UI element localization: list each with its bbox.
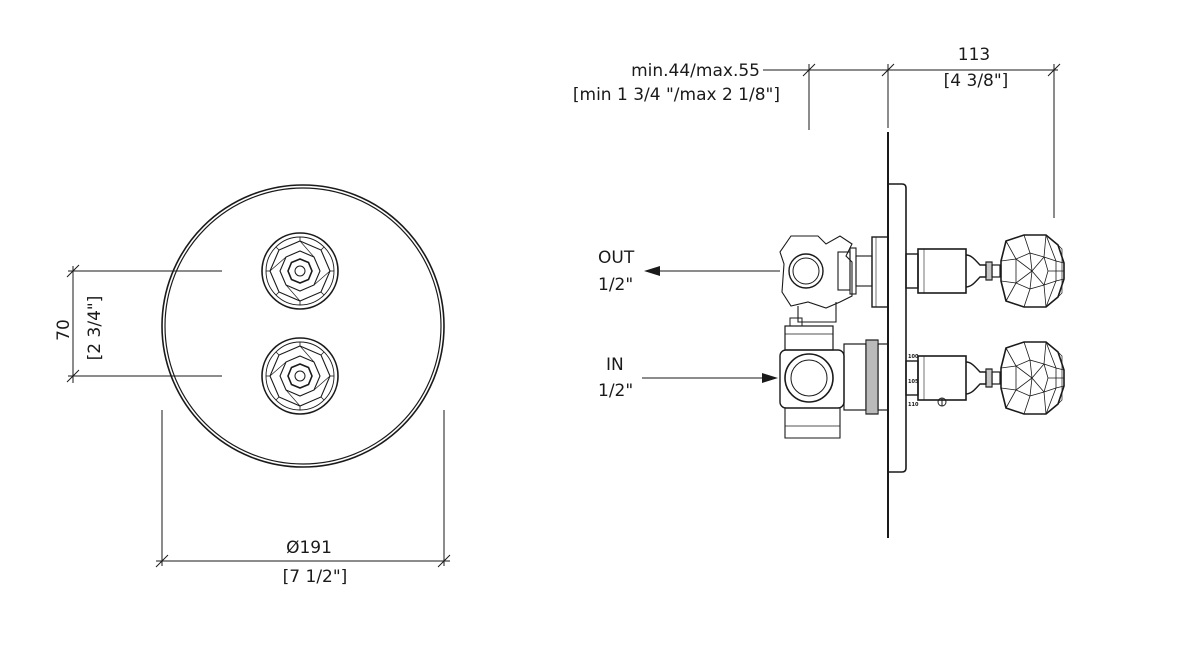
outlet-stem — [905, 248, 1001, 294]
wall-dim-mm: min.44/max.55 — [631, 61, 760, 81]
trim-plate-inner — [164, 187, 442, 465]
scale-mark: 100 — [908, 354, 919, 360]
inlet-label: IN — [606, 355, 624, 375]
scale-mark: 105 — [908, 379, 919, 385]
crystal-handle-icon — [261, 337, 339, 415]
diameter-dimension: Ø191 [7 1/2"] — [155, 410, 451, 587]
projection-dimension: 113 [4 3/8"] — [888, 45, 1061, 218]
inlet-stem — [905, 355, 1001, 401]
side-view: 100 105 110 OUT 1/2" IN 1/2" min. — [573, 45, 1065, 538]
wall-depth-dimension: min.44/max.55 [min 1 3/4 "/max 2 1/8"] — [573, 61, 895, 130]
outlet-valve-body — [779, 235, 889, 323]
scale-mark: 110 — [908, 402, 919, 408]
height-dim-inch: [2 3/4"] — [85, 296, 105, 361]
arrow-left-icon — [644, 266, 660, 276]
trim-plate-outer — [161, 184, 445, 468]
trim-plate-profile — [888, 183, 907, 473]
outlet-size: 1/2" — [598, 275, 633, 295]
height-dim-mm: 70 — [54, 319, 74, 341]
inlet-valve-body — [779, 317, 889, 439]
depth-dim-mm: 113 — [958, 45, 990, 65]
front-view: 70 [2 3/4"] Ø191 [7 1/2"] — [54, 184, 451, 587]
depth-dim-inch: [4 3/8"] — [944, 71, 1009, 91]
crystal-handle-icon — [261, 232, 339, 310]
diameter-dim-inch: [7 1/2"] — [283, 567, 348, 587]
wall-dim-inch: [min 1 3/4 "/max 2 1/8"] — [573, 85, 780, 105]
crystal-handle-icon — [1000, 234, 1065, 308]
outlet-label: OUT — [598, 248, 635, 268]
crystal-handle-icon — [1000, 341, 1065, 415]
arrow-right-icon — [762, 373, 778, 383]
diameter-dim-mm: Ø191 — [286, 538, 332, 558]
inlet-size: 1/2" — [598, 381, 633, 401]
temperature-scale: 100 105 110 — [908, 354, 947, 408]
outlet-callout: OUT 1/2" — [598, 248, 780, 295]
inlet-callout: IN 1/2" — [598, 355, 778, 401]
height-dimension: 70 [2 3/4"] — [54, 264, 222, 383]
